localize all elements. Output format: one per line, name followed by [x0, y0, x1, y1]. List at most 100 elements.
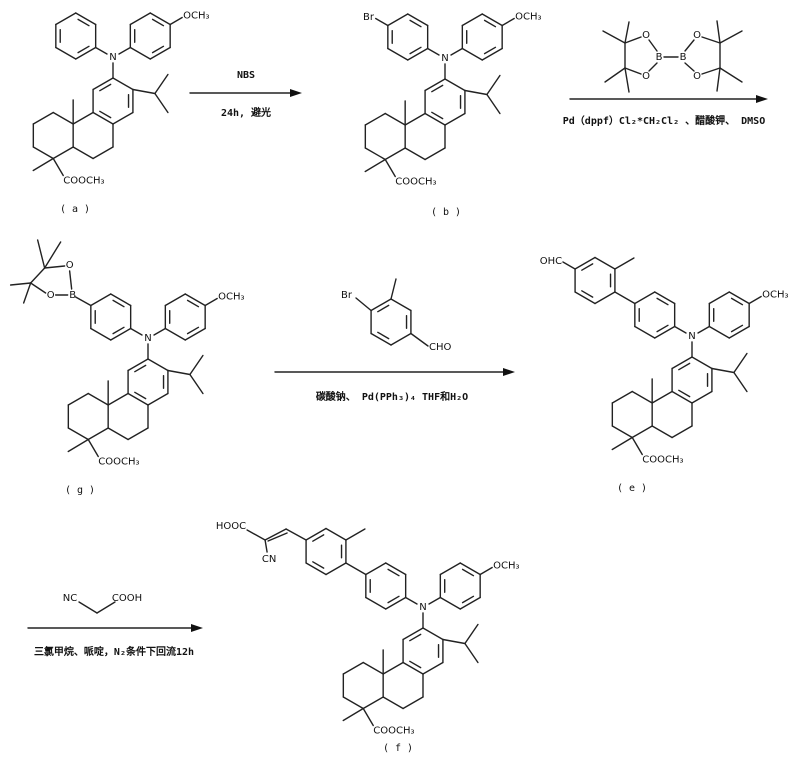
compound-e-tolyl-ring-bond — [594, 256, 616, 270]
compound-g-ring-b-bond — [127, 427, 149, 441]
compound-a-ring-b-bond — [92, 146, 114, 160]
compound-e-left-aryl-double-bond — [656, 324, 669, 333]
compound-f-ring-b-bond — [402, 696, 424, 710]
compound-g-n-aryl-bond — [129, 327, 143, 336]
compound-g-isopropyl — [189, 354, 204, 376]
compound-f-ring-c-bond — [422, 661, 444, 675]
b2pin2-methyl — [624, 67, 630, 93]
compound-g-ring-c-bond — [127, 358, 149, 372]
compound-e-n-aryl-bond — [673, 325, 687, 334]
compound-e-ring-a-bond — [611, 425, 633, 439]
b2pin2-methyl — [602, 30, 626, 44]
compound-f-ring-a-bond — [342, 661, 364, 675]
compound-a-ring-a-bond — [32, 111, 54, 125]
compound-e-isopropyl — [733, 371, 748, 393]
bromo-benzaldehyde-ring-double-bond — [377, 304, 390, 313]
compound-f-ring-a-bond — [362, 661, 384, 675]
compound-f-anisyl-bond — [459, 562, 481, 576]
compound-e-formyl-bond — [562, 261, 576, 270]
compound-f-carboxyl-bond — [246, 529, 266, 541]
compound-f-tolyl-ring-bond — [305, 527, 327, 541]
compound-f-tolyl-ring-bond — [325, 527, 347, 541]
compound-a-methyl — [32, 157, 54, 172]
compound-e-ester-label: COOCH₃ — [642, 455, 683, 466]
b2pin2-methyl — [624, 21, 630, 44]
compound-b-isopropyl — [486, 74, 501, 96]
compound-f-ring-c-bond — [402, 661, 424, 675]
compound-b-anisyl-bond — [481, 47, 503, 61]
compound-g-methoxy-label: OCH₃ — [218, 292, 244, 303]
compound-f-anisyl-double-bond — [461, 568, 475, 577]
compound-f-isopropyl — [464, 623, 479, 645]
compound-e-ring-c-double-bond — [678, 362, 691, 371]
compound-g-ring-a-bond — [87, 392, 109, 406]
b2pin2-bond — [648, 39, 658, 52]
compound-a-methoxy-bond — [169, 16, 183, 26]
compound-f-label: ( f ) — [383, 743, 413, 754]
compound-a-ring-a-bond — [52, 111, 74, 125]
compound-a-ring-c-bond — [92, 111, 114, 125]
compound-b-isopropyl — [464, 89, 488, 96]
compound-g-n-aryl-bond — [153, 327, 167, 336]
compound-f-vinyl-double-bond — [264, 528, 287, 541]
compound-b-isopropyl — [486, 93, 501, 115]
compound-f-isopropyl — [442, 638, 466, 645]
compound-f-ring-c-bond — [402, 627, 424, 641]
compound-a-anisyl-double-bond — [151, 45, 165, 54]
compound-g-label: ( g ) — [65, 485, 95, 496]
compound-b-methyl — [364, 158, 386, 173]
b2pin2-oxygen: O — [693, 71, 701, 82]
compound-g-ring-c-double-bond — [134, 364, 147, 373]
compound-g-anisyl-bond — [184, 327, 206, 341]
compound-e-ring-b-bond — [671, 425, 693, 439]
compound-f-left-aryl-double-bond — [387, 568, 400, 577]
compound-g-ring-b-bond — [107, 427, 129, 441]
compound-f-methoxy-bond — [479, 566, 493, 576]
compound-e-anisyl-bond — [708, 325, 730, 339]
compound-f-tolyl-ring-bond — [325, 562, 347, 576]
compound-e-ring-a-bond — [631, 425, 653, 439]
compound-a-ring-b-bond — [72, 111, 94, 125]
compound-e-methoxy-label: OCH₃ — [762, 290, 788, 301]
compound-e-anisyl-bond — [708, 291, 730, 305]
compound-f-n-aryl-bond — [404, 596, 418, 605]
compound-a-ring-c-bond — [92, 77, 114, 91]
compound-a-nitrogen: N — [109, 52, 116, 63]
compound-b-bromine: Br — [363, 12, 375, 23]
compound-b-ring-a-bond — [384, 112, 406, 126]
compound-a-ester-label: COOCH₃ — [63, 176, 104, 187]
b2pin2-methyl — [604, 67, 626, 83]
compound-a-ring-a-bond — [32, 146, 54, 160]
compound-g-isopropyl — [167, 369, 191, 376]
compound-g-anisyl-double-bond — [186, 326, 200, 335]
b2pin2-boron: B — [680, 52, 687, 63]
compound-a-left-aryl-bond — [55, 46, 77, 60]
compound-a-anisyl-bond — [129, 46, 151, 60]
compound-b-anisyl-bond — [461, 47, 483, 61]
cyanoacetic-carboxyl: COOH — [112, 593, 142, 604]
compound-e-ring-a-bond — [631, 390, 653, 404]
compound-e-isopropyl — [733, 352, 748, 374]
compound-b-anisyl-double-bond — [483, 19, 497, 28]
compound-g-ring-c-double-bond — [134, 391, 147, 400]
b2pin2-oxygen: O — [693, 30, 701, 41]
compound-e-tolyl-ring-bond — [574, 291, 596, 305]
compound-e-left-aryl-double-bond — [656, 297, 669, 306]
compound-f-anisyl-bond — [439, 562, 461, 576]
compound-e-tolyl-ring-bond — [574, 256, 596, 270]
compound-g-pinacol-bond — [29, 282, 47, 294]
compound-e-methoxy-bond — [748, 295, 762, 305]
compound-g-ring-a-bond — [67, 392, 89, 406]
bromo-benzaldehyde-br-bond — [355, 297, 372, 312]
compound-e-methyl — [611, 436, 633, 451]
b2pin2-methyl — [716, 20, 721, 44]
compound-b-ring-c-bond — [424, 78, 446, 92]
b2pin2-bond — [701, 36, 721, 44]
compound-g-oxygen: O — [66, 260, 74, 271]
compound-e-isopropyl — [711, 367, 735, 374]
compound-f-left-aryl-bond — [385, 562, 407, 576]
compound-f-ring-c-bond — [422, 627, 444, 641]
compound-b-ring-c-bond — [424, 112, 446, 126]
arrow-step-2-head — [756, 95, 768, 103]
b2pin2-methyl — [719, 30, 743, 44]
